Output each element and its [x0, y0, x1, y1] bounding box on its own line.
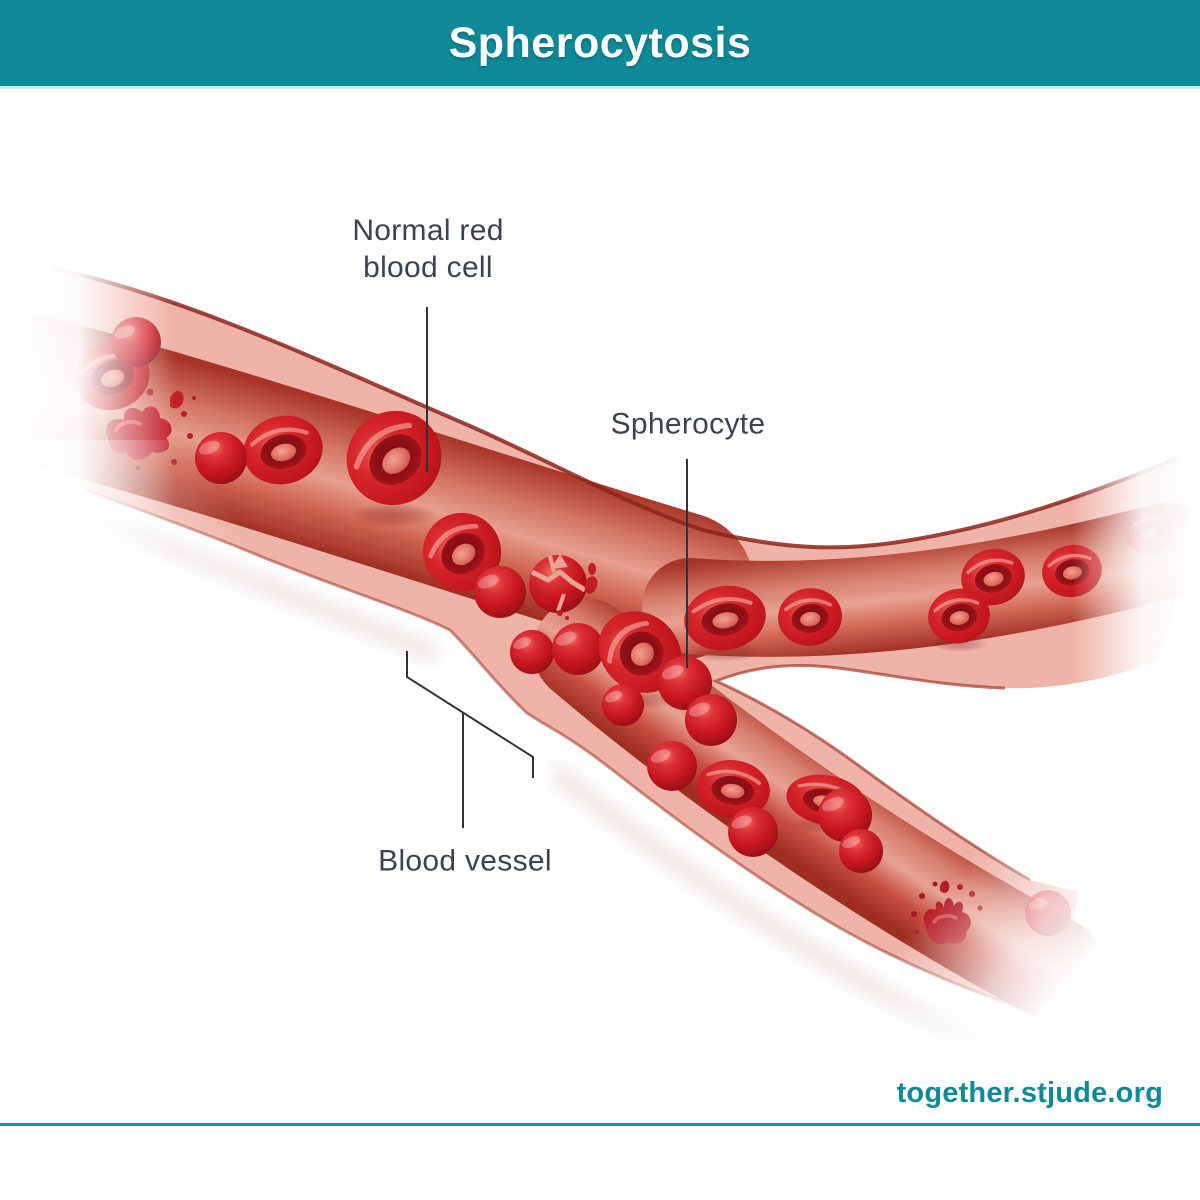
label-line: blood cell [363, 251, 493, 284]
footer-divider [0, 1123, 1200, 1126]
spherocyte-cell [647, 741, 697, 791]
header-bar [0, 0, 1200, 86]
spherocyte-cell [552, 623, 604, 675]
footer-site-url: together.stjude.org [896, 1077, 1163, 1109]
label-line: Normal red [352, 214, 504, 247]
label-blood-vessel: Blood vessel [378, 844, 552, 878]
spherocyte-cell [601, 683, 645, 727]
leader-blood-vessel-bracket [406, 651, 534, 778]
fragmented-cell [529, 554, 598, 620]
spherocyte-cell [509, 629, 555, 675]
header-divider [0, 86, 1200, 89]
label-spherocyte: Spherocyte [610, 407, 766, 441]
spherocyte-cell [474, 566, 526, 618]
edge-fades [0, 200, 1200, 1120]
page-title: Spherocytosis [448, 19, 752, 67]
leader-lines [406, 307, 688, 828]
spherocyte-cell [685, 694, 737, 746]
label-normal-red-blood-cell: Normal red blood cell [352, 212, 503, 286]
spherocyte-cell [728, 807, 778, 857]
vessel-top-edge [51, 266, 1179, 550]
